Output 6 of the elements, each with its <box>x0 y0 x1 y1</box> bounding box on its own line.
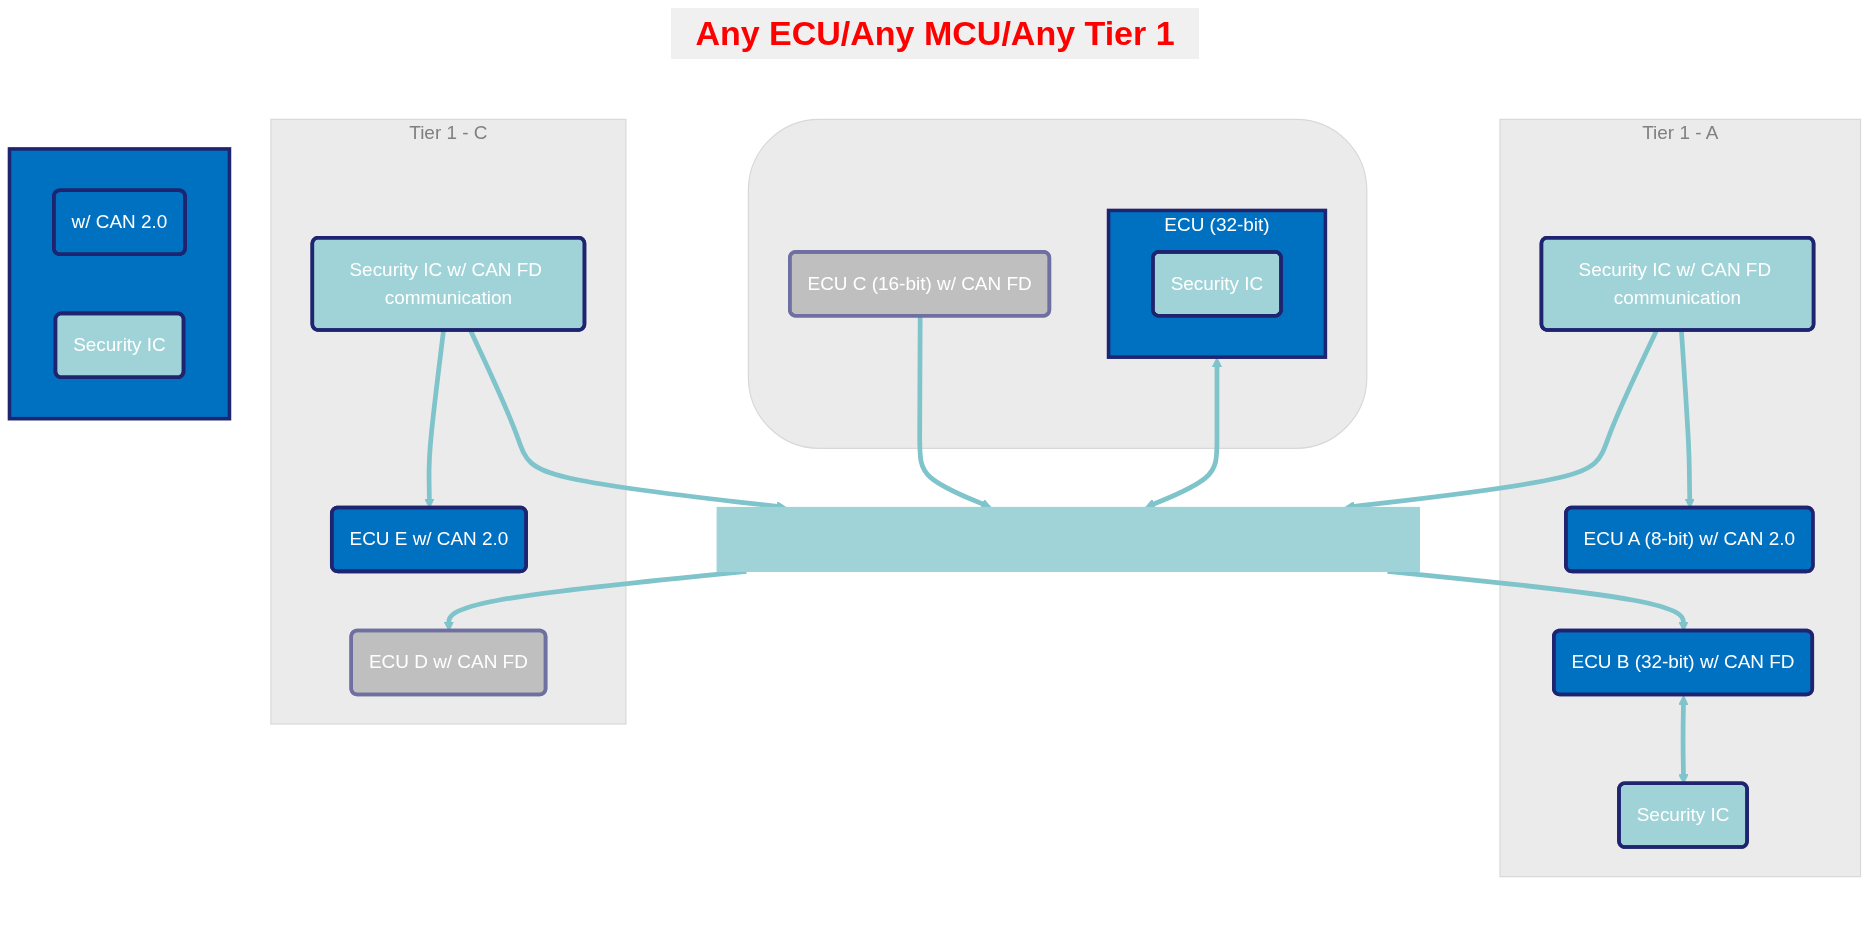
arrow <box>917 316 992 509</box>
banner-text: Any ECU/Any MCU/Any Tier 1 <box>671 8 1199 59</box>
cluster <box>747 118 1368 449</box>
node-bar <box>716 506 1420 572</box>
arrow <box>1145 357 1223 509</box>
cluster <box>7 147 232 421</box>
